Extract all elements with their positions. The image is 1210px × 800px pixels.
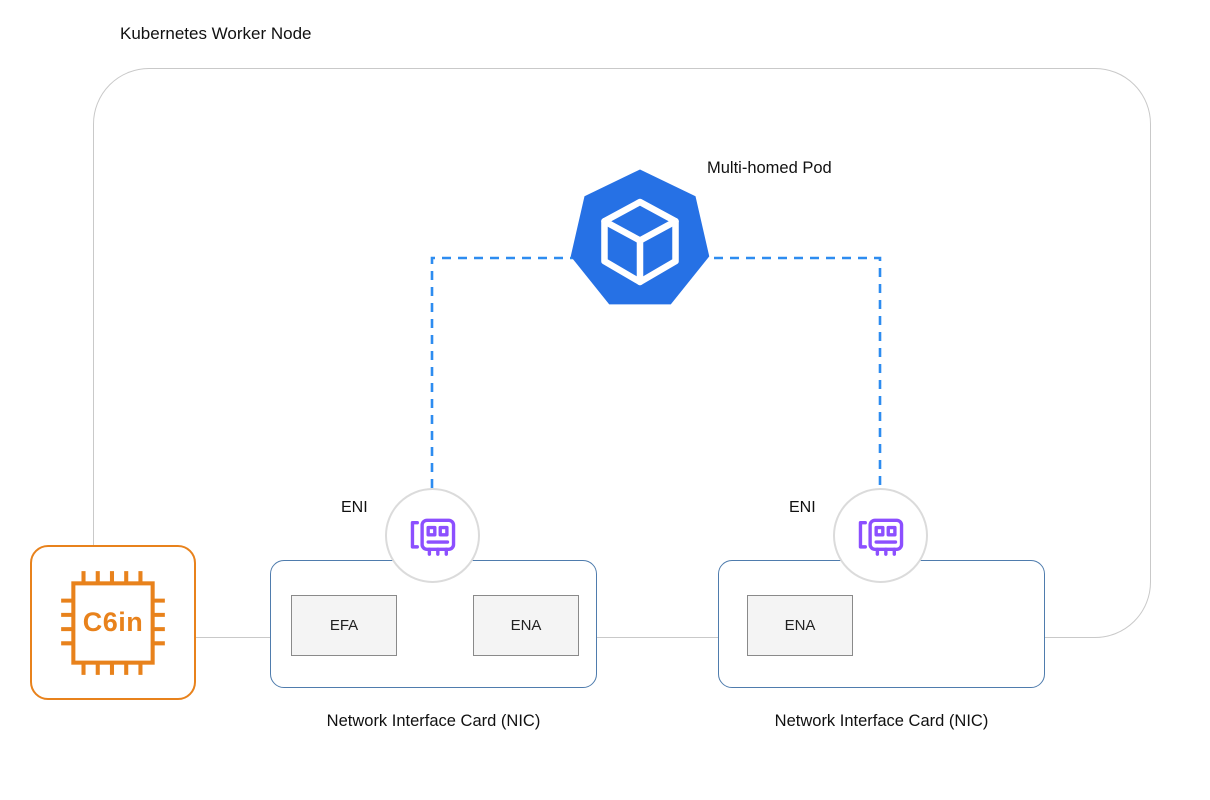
diagram-title: Kubernetes Worker Node (120, 24, 312, 43)
efa-chip: EFA (291, 595, 397, 656)
eni-label-left: ENI (341, 499, 368, 516)
network-interface-icon (858, 518, 903, 556)
cpu-chip-icon (61, 570, 165, 675)
pod-label: Multi-homed Pod (707, 159, 832, 177)
nic-label-right: Network Interface Card (NIC) (774, 712, 989, 730)
instance-box: C6in (30, 545, 196, 700)
nic-label-left: Network Interface Card (NIC) (326, 712, 541, 730)
instance-label: C6in (82, 607, 144, 637)
eni-node-left (385, 488, 480, 583)
worker-node-boundary (93, 68, 1151, 638)
network-interface-icon (410, 518, 455, 556)
ena-chip: ENA (747, 595, 853, 656)
eni-node-right (833, 488, 928, 583)
ena-chip: ENA (473, 595, 579, 656)
eni-label-right: ENI (789, 499, 816, 516)
kubernetes-pod-icon (570, 169, 710, 305)
